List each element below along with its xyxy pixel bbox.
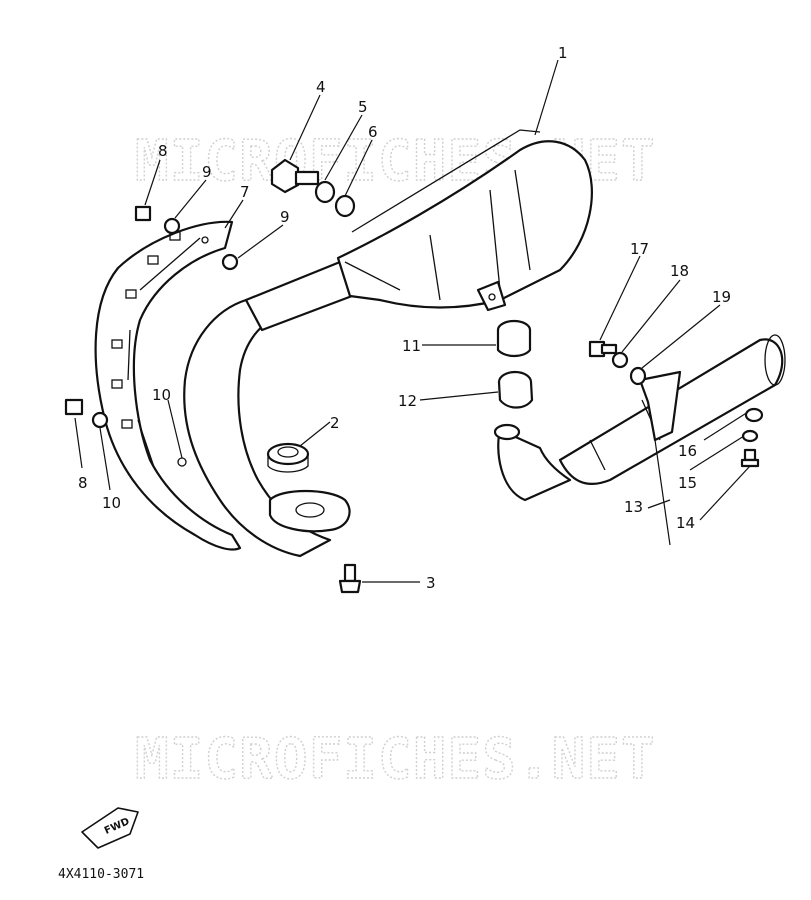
callout-10-upper: 10 bbox=[152, 386, 171, 404]
silencer bbox=[493, 334, 786, 502]
bolt-17 bbox=[588, 340, 618, 358]
callout-13: 13 bbox=[624, 498, 643, 516]
callout-16: 16 bbox=[678, 442, 697, 460]
callout-12: 12 bbox=[398, 392, 417, 410]
watermark-bottom: MICROFICHES.NET bbox=[135, 727, 656, 792]
drawing-code: 4X4110-3071 bbox=[58, 867, 144, 882]
washer-5 bbox=[314, 180, 336, 204]
washer-9-upper bbox=[163, 217, 181, 235]
callout-8-lower: 8 bbox=[78, 474, 88, 492]
damper-16 bbox=[744, 407, 764, 423]
callout-19: 19 bbox=[712, 288, 731, 306]
heat-protector bbox=[94, 220, 242, 551]
callout-4: 4 bbox=[316, 78, 326, 96]
bolt-14 bbox=[740, 448, 760, 468]
damper-11 bbox=[496, 319, 532, 358]
callout-7: 7 bbox=[240, 183, 250, 201]
bolt-3 bbox=[338, 563, 362, 594]
callout-15: 15 bbox=[678, 474, 697, 492]
callout-2: 2 bbox=[330, 414, 340, 432]
forward-direction-arrow-icon: FWD bbox=[81, 807, 139, 849]
callout-18: 18 bbox=[670, 262, 689, 280]
clamp-12 bbox=[497, 370, 534, 409]
washer-18 bbox=[611, 351, 629, 369]
washer-10-lower bbox=[91, 411, 109, 429]
washer-9-lower bbox=[221, 253, 239, 271]
exhaust-flange bbox=[268, 489, 351, 533]
gasket bbox=[266, 442, 310, 473]
washer-19 bbox=[629, 366, 647, 386]
muffler-assembly bbox=[183, 129, 593, 558]
callout-14: 14 bbox=[676, 514, 695, 532]
callout-11: 11 bbox=[402, 337, 421, 355]
callout-3: 3 bbox=[426, 574, 436, 592]
callout-17: 17 bbox=[630, 240, 649, 258]
bolt-8-lower bbox=[64, 398, 84, 416]
washer-6 bbox=[334, 194, 356, 218]
collar-15 bbox=[741, 429, 759, 443]
callout-1: 1 bbox=[558, 44, 568, 62]
bolt-4 bbox=[270, 158, 320, 194]
nut-8-upper bbox=[134, 205, 152, 222]
callout-10-lower: 10 bbox=[102, 494, 121, 512]
callout-5: 5 bbox=[358, 98, 368, 116]
callout-8-upper: 8 bbox=[158, 142, 168, 160]
callout-9-lower: 9 bbox=[280, 208, 290, 226]
callout-9-upper: 9 bbox=[202, 163, 212, 181]
leader-lines bbox=[74, 59, 751, 583]
callout-6: 6 bbox=[368, 123, 378, 141]
